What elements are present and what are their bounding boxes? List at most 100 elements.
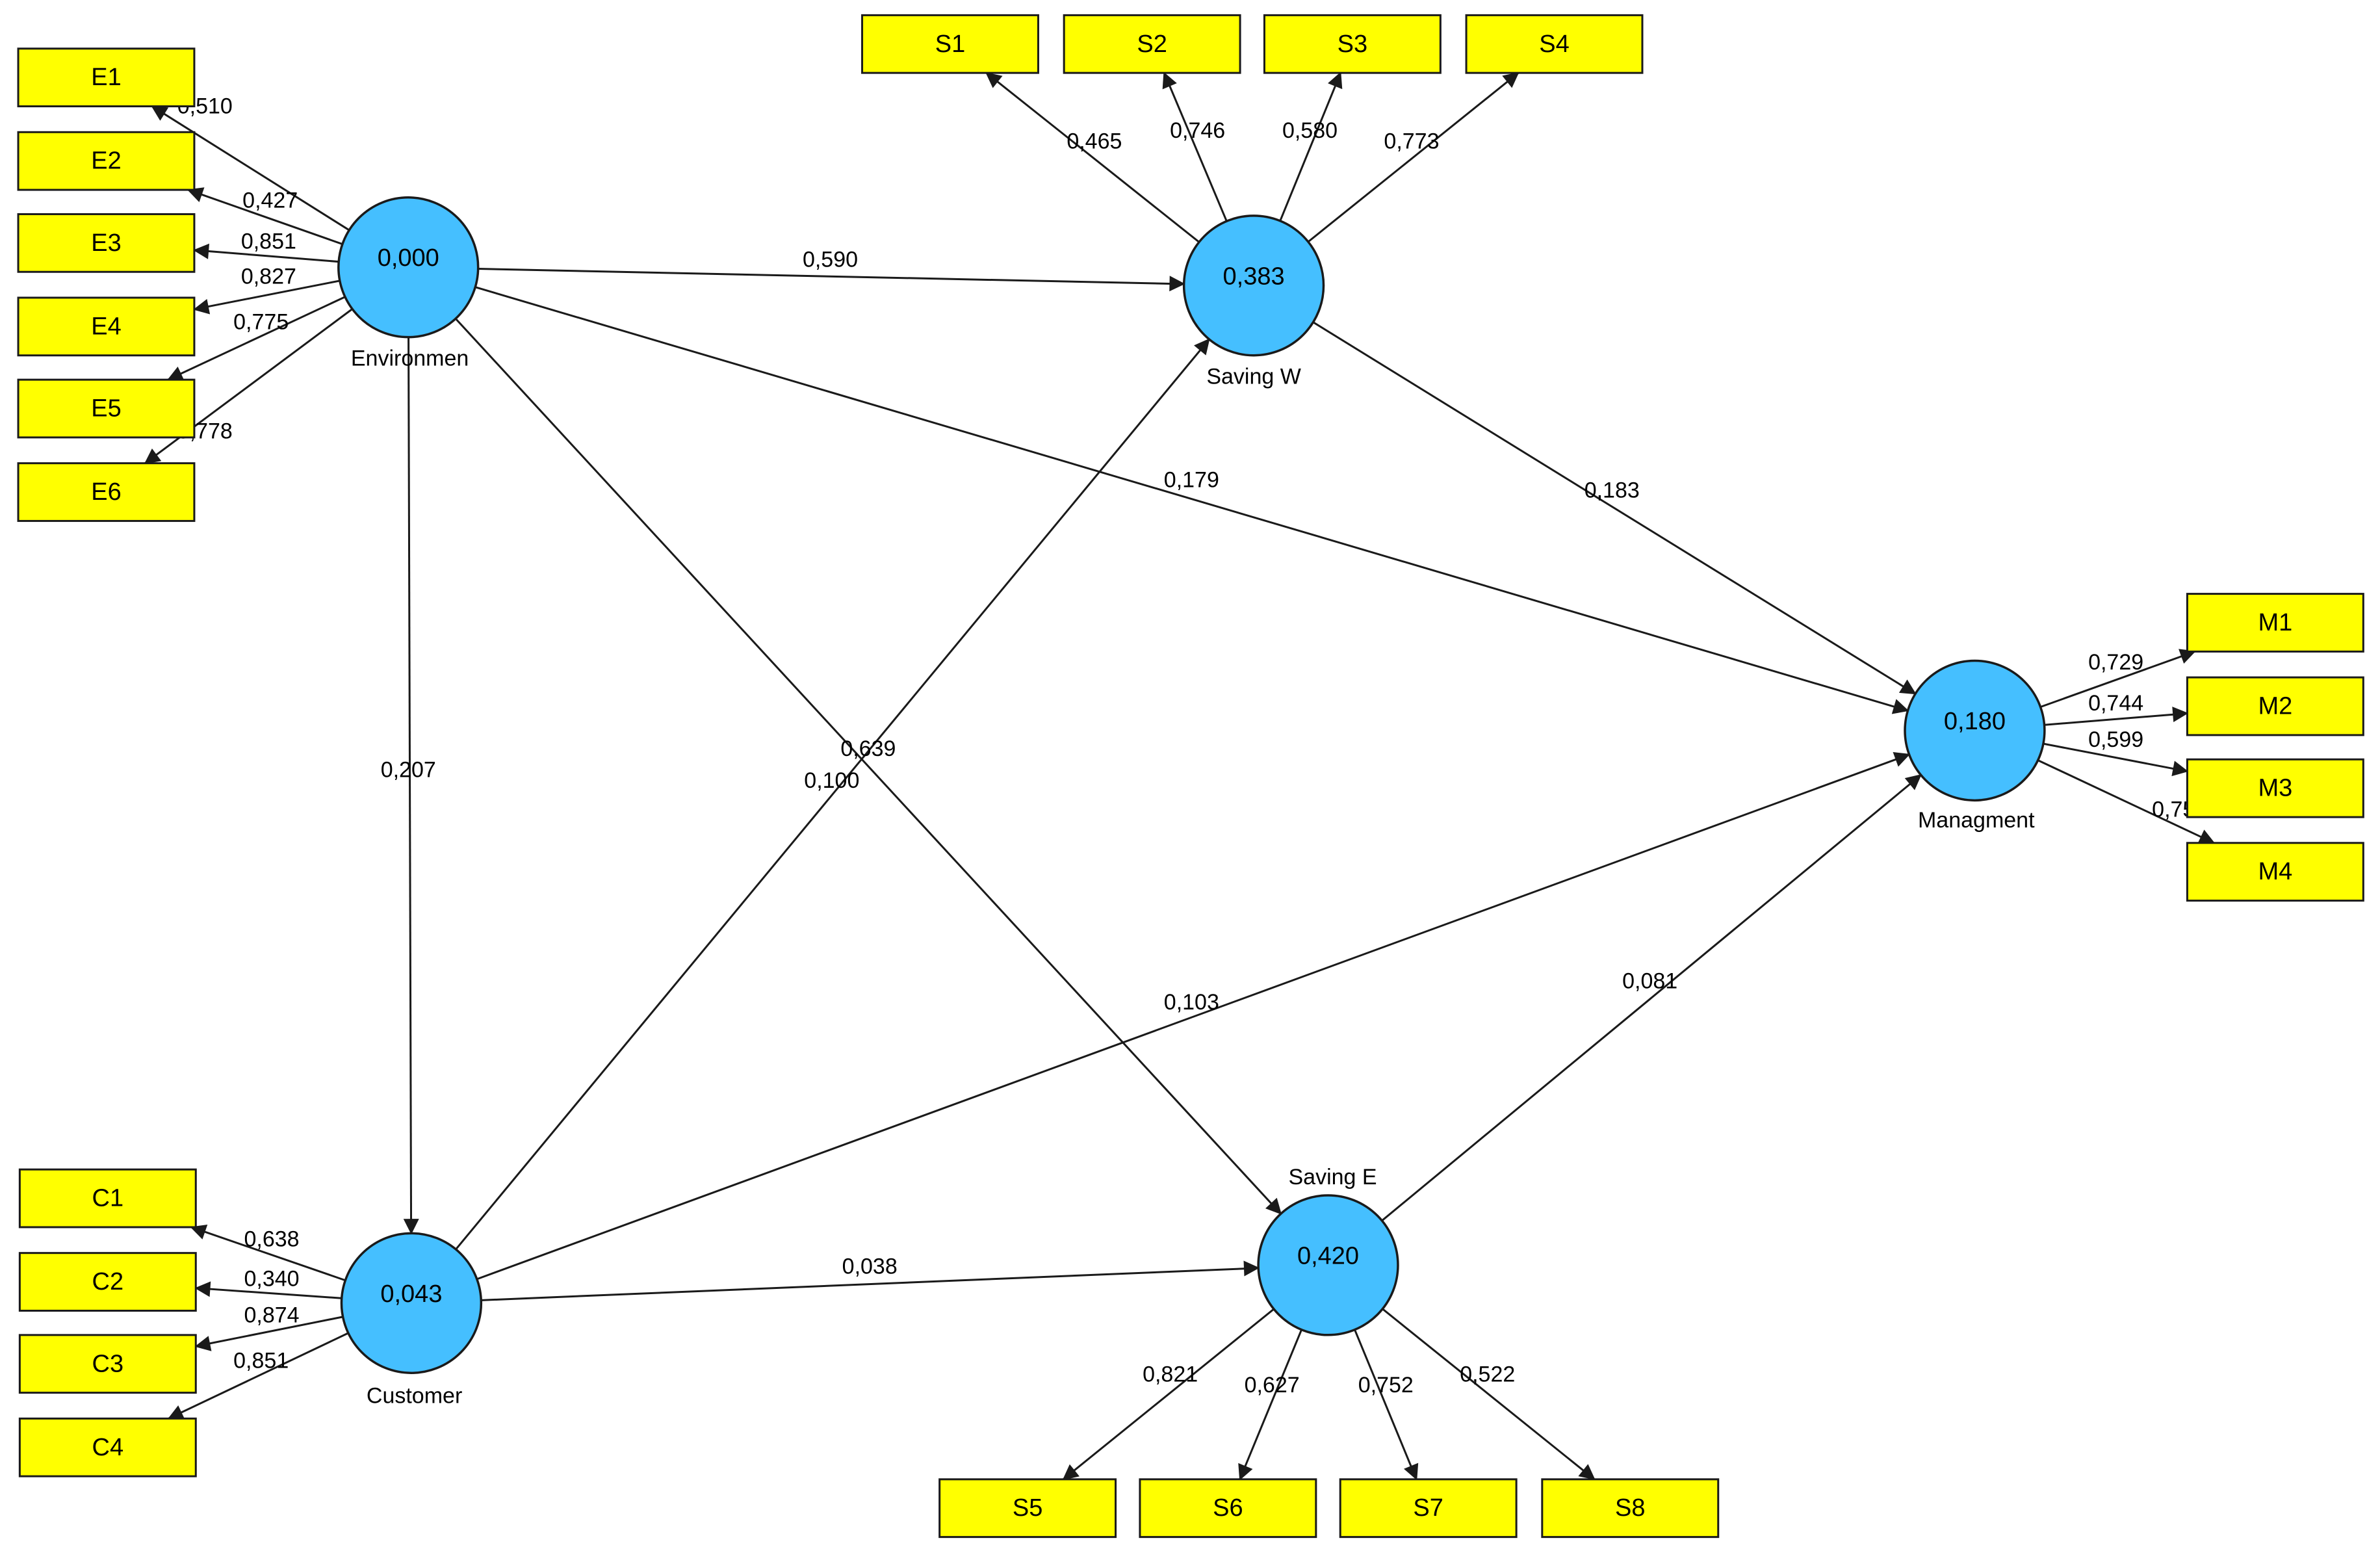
indicator-c1[interactable]: C1 — [18, 1168, 197, 1228]
indicator-s7[interactable]: S7 — [1339, 1478, 1518, 1539]
indicator-box — [2186, 676, 2364, 736]
indicator-c2[interactable]: C2 — [18, 1252, 197, 1312]
loading-label-m1: 0,729 — [2088, 650, 2143, 675]
loading-arrow-m3 — [2043, 742, 2189, 777]
loading-label-s1: 0,465 — [1067, 129, 1122, 153]
indicator-c3[interactable]: C3 — [18, 1334, 197, 1394]
indicator-e2[interactable]: E2 — [17, 131, 196, 191]
indicator-box — [1465, 14, 1644, 74]
loading-arrow-e3 — [193, 243, 339, 263]
indicator-label: C2 — [92, 1268, 124, 1295]
indicator-label: S3 — [1338, 31, 1367, 58]
loading-arrow-m2 — [2044, 707, 2189, 726]
loading-label-e3: 0,851 — [241, 229, 296, 254]
loading-label-s4: 0,773 — [1384, 129, 1439, 153]
loading-label-e2: 0,427 — [242, 188, 298, 213]
indicator-label: M1 — [2258, 609, 2292, 636]
indicator-s4[interactable]: S4 — [1465, 14, 1644, 74]
indicator-box — [17, 462, 196, 522]
construct-name: Saving W — [1206, 364, 1301, 389]
indicator-s2[interactable]: S2 — [1063, 14, 1241, 74]
indicator-c4[interactable]: C4 — [18, 1417, 197, 1477]
loading-arrow-s1 — [985, 72, 1200, 243]
path-arrow-cus-man — [476, 752, 1911, 1280]
loading-label-m3: 0,599 — [2088, 727, 2143, 752]
indicator-label: M2 — [2258, 693, 2292, 720]
loading-arrow-e2 — [187, 187, 343, 245]
path-coefficient-sw-man: 0,183 — [1585, 478, 1640, 503]
indicator-s5[interactable]: S5 — [938, 1478, 1117, 1539]
indicator-m2[interactable]: M2 — [2186, 676, 2364, 736]
indicator-label: M4 — [2258, 858, 2292, 885]
loading-label-s2: 0,746 — [1170, 118, 1225, 143]
loading-label-c1: 0,638 — [244, 1227, 300, 1252]
path-arrow-cus-sw — [455, 338, 1210, 1250]
path-arrow-env-sw — [478, 268, 1185, 292]
indicator-label: S7 — [1413, 1494, 1443, 1522]
indicator-label: S5 — [1013, 1494, 1042, 1522]
construct-circle — [1257, 1194, 1399, 1336]
construct-name: Saving E — [1288, 1165, 1377, 1190]
loading-label-s7: 0,752 — [1358, 1373, 1414, 1398]
loading-arrow-m4 — [2037, 759, 2216, 844]
construct-saving-e[interactable]: 0,420 Saving E — [1257, 1165, 1399, 1336]
indicator-box — [861, 14, 1039, 74]
indicator-label: S4 — [1539, 31, 1569, 58]
indicator-box — [1263, 14, 1442, 74]
indicator-m3[interactable]: M3 — [2186, 758, 2364, 818]
indicator-e6[interactable]: E6 — [17, 462, 196, 522]
r-squared-value: 0,420 — [1297, 1242, 1359, 1269]
construct-circle — [337, 196, 480, 339]
indicator-e4[interactable]: E4 — [17, 296, 196, 357]
indicator-box — [1063, 14, 1241, 74]
indicator-box — [17, 47, 196, 108]
loading-arrow-c2 — [194, 1281, 342, 1299]
indicator-m4[interactable]: M4 — [2186, 842, 2364, 902]
loading-arrow-e4 — [193, 280, 341, 315]
indicator-box — [17, 378, 196, 439]
indicator-box — [1541, 1478, 1720, 1539]
loading-label-c3: 0,874 — [244, 1303, 300, 1327]
loading-label-s5: 0,821 — [1143, 1362, 1198, 1387]
loading-label-e4: 0,827 — [241, 264, 296, 289]
indicator-s8[interactable]: S8 — [1541, 1478, 1720, 1539]
indicator-box — [2186, 758, 2364, 818]
loading-arrow-c4 — [167, 1332, 349, 1420]
indicator-label: E6 — [91, 478, 121, 506]
construct-name: Environmen — [351, 346, 469, 370]
indicator-e5[interactable]: E5 — [17, 378, 196, 439]
construct-name: Managment — [1918, 808, 2035, 833]
path-coefficient-env-cus: 0,207 — [381, 758, 436, 783]
path-arrow-sw-man — [1312, 321, 1917, 695]
loading-label-c2: 0,340 — [244, 1266, 300, 1291]
edges-layer — [144, 72, 2216, 1481]
loading-arrow-m1 — [2040, 649, 2196, 708]
indicator-e1[interactable]: E1 — [17, 47, 196, 108]
loading-arrow-s4 — [1307, 72, 1520, 243]
indicator-label: E4 — [91, 313, 121, 340]
indicator-s3[interactable]: S3 — [1263, 14, 1442, 74]
indicator-s1[interactable]: S1 — [861, 14, 1039, 74]
indicator-box — [18, 1252, 197, 1312]
construct-name: Customer — [367, 1383, 462, 1408]
indicator-m1[interactable]: M1 — [2186, 593, 2364, 653]
indicator-box — [2186, 842, 2364, 902]
construct-circle — [1182, 214, 1325, 357]
loading-arrow-s5 — [1062, 1308, 1274, 1481]
loading-label-s3: 0,580 — [1282, 118, 1338, 143]
loading-label-s6: 0,627 — [1245, 1373, 1300, 1398]
construct-circle — [340, 1232, 483, 1374]
indicator-label: S1 — [935, 31, 965, 58]
indicator-e3[interactable]: E3 — [17, 213, 196, 273]
indicator-label: S6 — [1213, 1494, 1243, 1522]
indicator-s6[interactable]: S6 — [1139, 1478, 1317, 1539]
indicator-label: C3 — [92, 1350, 124, 1377]
r-squared-value: 0,000 — [378, 244, 439, 272]
path-coefficient-se-man: 0,081 — [1622, 968, 1677, 993]
